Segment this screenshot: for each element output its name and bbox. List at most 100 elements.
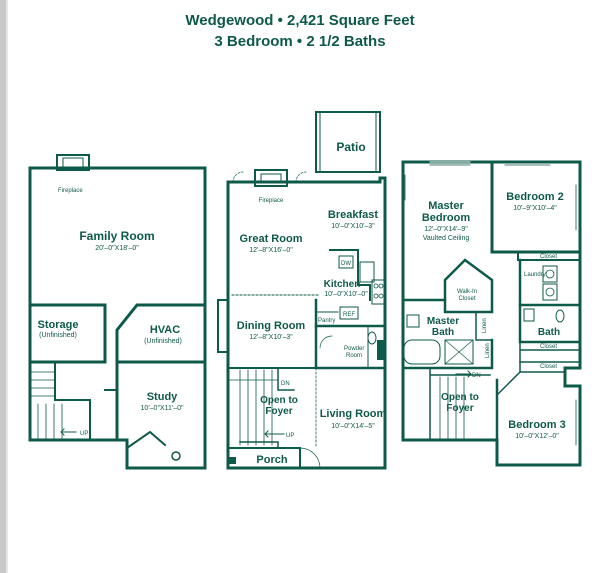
powder-room-chase [377,340,385,360]
upper-foyer-line2: Foyer [446,403,473,414]
linen-a-wall [475,311,493,341]
page-edge-shadow [6,0,8,573]
main-bay-wall [217,181,229,353]
powder-room-label-line1: Powder [344,346,364,352]
upper-stair-treads [439,376,465,441]
main-foyer-line2: Foyer [265,406,292,417]
family-room-name: Family Room [79,229,154,243]
study-dims: 10'–0"X11'–0" [141,405,184,412]
breakfast-name: Breakfast [328,209,378,221]
dishwasher-label: DW [341,261,351,267]
upper-outline [401,160,582,467]
living-room-name: Living Room [320,408,387,420]
closet-c-label: Closet [540,364,557,370]
study-angled-wall [125,430,167,450]
storage-note: (Unfinished) [39,332,77,339]
bath-toilet [555,309,565,323]
hvac-wall [115,303,207,364]
upper-foyer-line1: Open to [441,392,479,403]
kitchen-counter [329,249,371,301]
walkin-closet-line2: Closet [458,296,475,302]
master-tub [403,339,441,365]
basement-stair-up-label: UP [80,431,88,437]
page-edge-bar [0,0,6,573]
refrigerator [339,306,359,320]
great-room-name: Great Room [240,233,303,245]
master-bath-bottom-wall [401,338,494,370]
basement-level [28,154,207,470]
master-shower [444,339,474,365]
dryer [542,283,558,301]
plan-subtitle: 3 Bedroom • 2 1/2 Baths [214,33,386,50]
dining-room-name: Dining Room [237,320,306,332]
walkin-closet-line1: Walk-In [457,289,477,295]
main-fireplace-box [254,169,288,187]
great-room-dims: 12'–8"X16'–0" [249,247,293,254]
master-bath-line1: Master [427,316,459,327]
powder-room-toilet [367,331,377,345]
patio-outline [315,111,381,173]
bath-sink [523,308,535,322]
pantry-label: Pantry [318,318,335,324]
kitchen-name: Kitchen [324,279,361,290]
kitchen-dims: 10'–0"X10'–0" [324,291,368,298]
basement-stair-walls [29,361,91,441]
basement-fireplace-hearth [62,157,84,168]
front-door-swing [299,447,321,469]
washer [542,265,558,283]
master-bedroom-line2: Bedroom [422,212,471,224]
closet-a-label: Closet [540,254,557,260]
main-fireplace-label: Fireplace [259,198,284,204]
porch-label: Porch [256,454,287,466]
dishwasher [338,255,354,269]
study-left-wall [115,360,129,442]
bedroom3-dims: 10'–0"X12'–0" [515,433,559,440]
stair-landing-wall [277,367,295,391]
master-bedroom-note: Vaulted Ceiling [423,235,470,242]
linen-b-label: Linen [485,343,491,358]
main-stair-treads [229,369,279,446]
main-stair-dn-label: DN [281,381,290,387]
family-room-dims: 20'–0"X18'–0" [95,245,139,252]
master-bedroom-line1: Master [428,200,464,212]
ref-label: REF [343,312,355,318]
upper-level [401,160,582,467]
main-stair-up-label: UP [286,433,294,439]
water-heater-icon [171,451,181,461]
walkin-closet-wall [401,258,494,312]
storage-name: Storage [38,319,79,331]
bedroom3-name: Bedroom 3 [508,419,565,431]
main-level [217,111,387,470]
basement-fireplace-box [56,154,90,171]
master-bedroom-dims: 12'–0"X14'–9" [424,226,468,233]
main-foyer-line1: Open to [260,395,298,406]
bedroom2-dims: 10'–9"X10'–4" [513,205,557,212]
kitchen-sink [359,261,375,283]
bedroom2-name: Bedroom 2 [506,191,563,203]
hvac-name: HVAC [150,324,180,336]
main-outline [226,176,387,470]
breakfast-dims: 10'–0"X10'–3" [331,223,375,230]
porch-post [229,457,236,464]
study-name: Study [147,391,178,403]
bedroom3-angled-wall [495,370,522,397]
patio-label: Patio [336,140,365,154]
basement-fireplace-label: Fireplace [58,188,83,194]
basement-stair-arrowhead [60,428,65,436]
powder-room-label-line2: Room [346,353,362,359]
living-room-dims: 10'–0"X14'–5" [331,423,375,430]
dining-room-dims: 12'–8"X10'–3" [249,334,293,341]
closet-b-label: Closet [540,344,557,350]
powder-room-door-swing [319,335,333,349]
bath-label: Bath [538,327,560,338]
main-stair-rail [239,441,279,449]
master-bath-line2: Bath [432,327,454,338]
laundry-label: Laundry [524,272,546,278]
linen-a-label: Linen [482,318,488,333]
basement-stair-treads [29,371,63,441]
master-sink [406,314,420,328]
plan-title: Wedgewood • 2,421 Square Feet [185,12,415,29]
closet-a-wall [517,251,581,261]
upper-stair-dn-label: DN [472,373,481,379]
